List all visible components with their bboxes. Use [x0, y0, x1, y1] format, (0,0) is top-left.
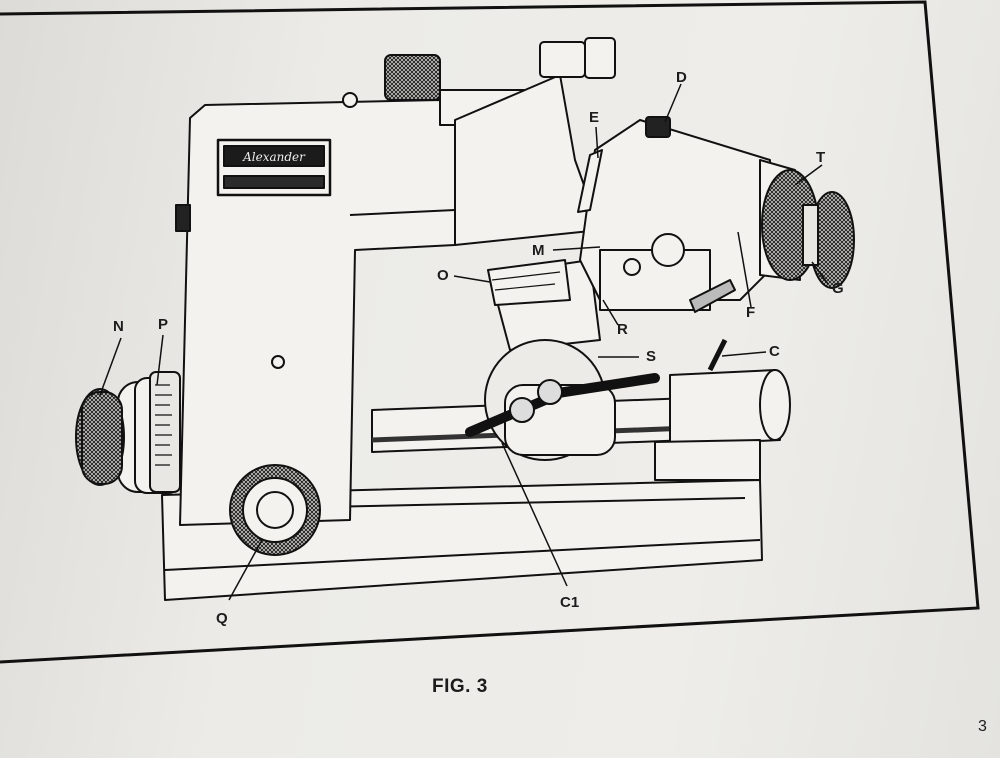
callout-P: P — [158, 316, 169, 333]
machine-drawing: Alexander — [75, 37, 855, 601]
callout-G: G — [832, 280, 844, 297]
callout-F: F — [746, 304, 756, 321]
figure-frame — [0, 0, 980, 664]
nameplate-text: Alexander — [242, 150, 306, 164]
callout-S: S — [646, 348, 657, 365]
page-number: 3 — [978, 718, 987, 735]
callout-N: N — [113, 318, 124, 335]
callout-O: O — [437, 267, 449, 284]
callout-M: M — [532, 242, 545, 259]
callout-Q: Q — [216, 610, 228, 627]
callout-T: T — [816, 149, 826, 166]
callout-R: R — [617, 321, 628, 338]
callout-C1: C1 — [560, 594, 580, 611]
callout-D: D — [676, 69, 687, 86]
callout-C: C — [769, 343, 780, 360]
callout-E: E — [589, 109, 600, 126]
figure-caption: FIG. 3 — [432, 676, 488, 697]
leader-lines — [99, 83, 829, 601]
